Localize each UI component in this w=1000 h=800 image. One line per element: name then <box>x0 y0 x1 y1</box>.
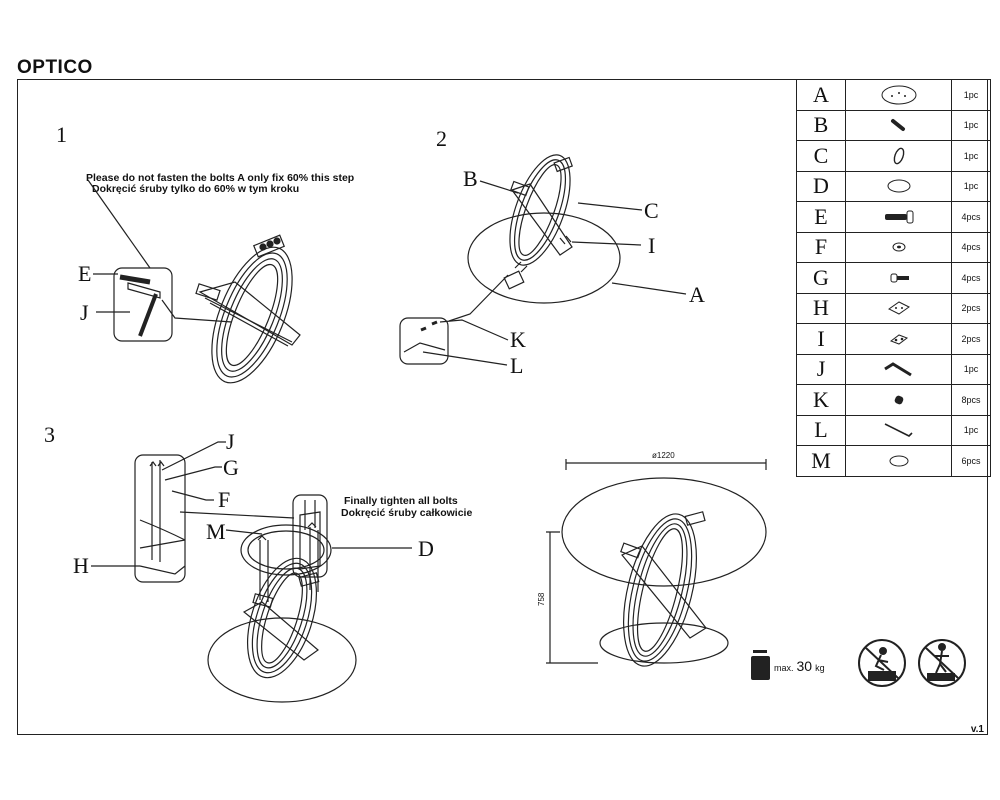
max-load-value: 30 <box>796 658 813 674</box>
allen-key-icon <box>883 362 912 377</box>
max-load-label: max. 30 kg <box>774 658 825 674</box>
parts-row: L 1pc <box>796 414 991 446</box>
pad-icon <box>889 455 908 467</box>
step-number-2: 2 <box>436 126 447 151</box>
ring-frame-icon <box>893 147 904 165</box>
part-qty: 1pc <box>951 353 991 385</box>
step1-note-en: Please do not fasten the bolts A only fi… <box>86 172 355 184</box>
height-dimension: 758 <box>537 592 546 606</box>
part-qty: 1pc <box>951 109 991 141</box>
step3-note-en: Finally tighten all bolts <box>344 495 458 507</box>
part-letter: D <box>796 170 846 202</box>
part-qty: 4pcs <box>951 201 991 233</box>
step3-base-drawing <box>207 522 357 703</box>
callout-step2-A: A <box>689 282 705 307</box>
parts-row: K 8pcs <box>796 384 991 416</box>
part-letter: H <box>796 292 846 324</box>
parts-row: A 1pc <box>796 79 991 111</box>
step1-base-drawing <box>195 234 301 384</box>
glass-top-icon <box>881 85 916 105</box>
parts-row: I 2pcs <box>796 323 991 355</box>
callout-step3-F: F <box>218 487 231 512</box>
part-letter: B <box>796 109 846 141</box>
version-label: v.1 <box>970 724 984 735</box>
step1-detail-inset <box>113 267 233 342</box>
max-load-unit: kg <box>815 663 825 673</box>
final-table-drawing <box>546 459 767 667</box>
callout-step1-E: E <box>78 261 92 286</box>
part-qty: 1pc <box>951 414 991 446</box>
parts-row: C 1pc <box>796 140 991 172</box>
max-load-prefix: max. <box>774 663 794 673</box>
part-letter: C <box>796 140 846 172</box>
parts-row: D 1pc <box>796 170 991 202</box>
callout-step3-H: H <box>73 553 89 578</box>
parts-row: E 4pcs <box>796 201 991 233</box>
parts-row: F 4pcs <box>796 231 991 263</box>
parts-row: M 6pcs <box>796 445 991 477</box>
callout-step2-C: C <box>644 198 659 223</box>
long-key-icon <box>884 423 913 438</box>
part-letter: L <box>796 414 846 446</box>
step2-glass-top-drawing <box>467 154 621 304</box>
short-bolt-icon <box>890 273 909 283</box>
step3-left-inset <box>134 454 186 583</box>
part-qty: 4pcs <box>951 262 991 294</box>
no-standing-icon <box>918 639 966 687</box>
long-bolt-icon <box>884 210 913 224</box>
part-qty: 1pc <box>951 79 991 111</box>
step2-detail-inset <box>399 317 449 365</box>
callout-step3-G: G <box>223 455 239 480</box>
part-letter: M <box>796 445 846 477</box>
part-qty: 8pcs <box>951 384 991 416</box>
parts-row: J 1pc <box>796 353 991 385</box>
part-qty: 1pc <box>951 170 991 202</box>
weight-icon <box>751 650 770 680</box>
part-letter: K <box>796 384 846 416</box>
callout-step3-M: M <box>206 519 226 544</box>
part-qty: 6pcs <box>951 445 991 477</box>
step-number-3: 3 <box>44 422 55 447</box>
parts-row: H 2pcs <box>796 292 991 324</box>
part-letter: J <box>796 353 846 385</box>
part-letter: E <box>796 201 846 233</box>
parts-row: G 4pcs <box>796 262 991 294</box>
part-qty: 4pcs <box>951 231 991 263</box>
parts-row: B 1pc <box>796 109 991 141</box>
part-letter: G <box>796 262 846 294</box>
callout-step1-J: J <box>80 300 89 325</box>
document-title: OPTICO <box>17 57 93 78</box>
part-letter: I <box>796 323 846 355</box>
round-plate-icon <box>887 179 910 193</box>
callout-step2-L: L <box>510 353 524 378</box>
callout-step3-J: J <box>226 429 235 454</box>
step-number-1: 1 <box>56 122 67 147</box>
small-plate-icon <box>889 334 908 345</box>
step1-note-pl: Dokręcić śruby tylko do 60% w tym kroku <box>92 183 300 195</box>
small-pin-icon <box>890 119 905 132</box>
washer-icon <box>892 242 905 252</box>
callout-step2-B: B <box>463 166 478 191</box>
callout-step2-K: K <box>510 327 526 352</box>
step3-note-pl: Dokręcić śruby całkowicie <box>341 507 473 519</box>
no-climbing-icon <box>858 639 906 687</box>
step3-right-inset <box>292 494 328 578</box>
part-letter: F <box>796 231 846 263</box>
mounting-plate-icon <box>887 301 910 315</box>
part-qty: 1pc <box>951 140 991 172</box>
callout-step3-D: D <box>418 536 434 561</box>
diameter-dimension: ø1220 <box>652 451 675 460</box>
callout-step2-I: I <box>648 233 656 258</box>
nut-icon <box>894 395 903 405</box>
part-qty: 2pcs <box>951 292 991 324</box>
parts-table: A 1pc B 1pc C 1pc D 1pc E 4pcs F 4pcs G … <box>796 79 991 477</box>
part-letter: A <box>796 79 846 111</box>
part-qty: 2pcs <box>951 323 991 355</box>
